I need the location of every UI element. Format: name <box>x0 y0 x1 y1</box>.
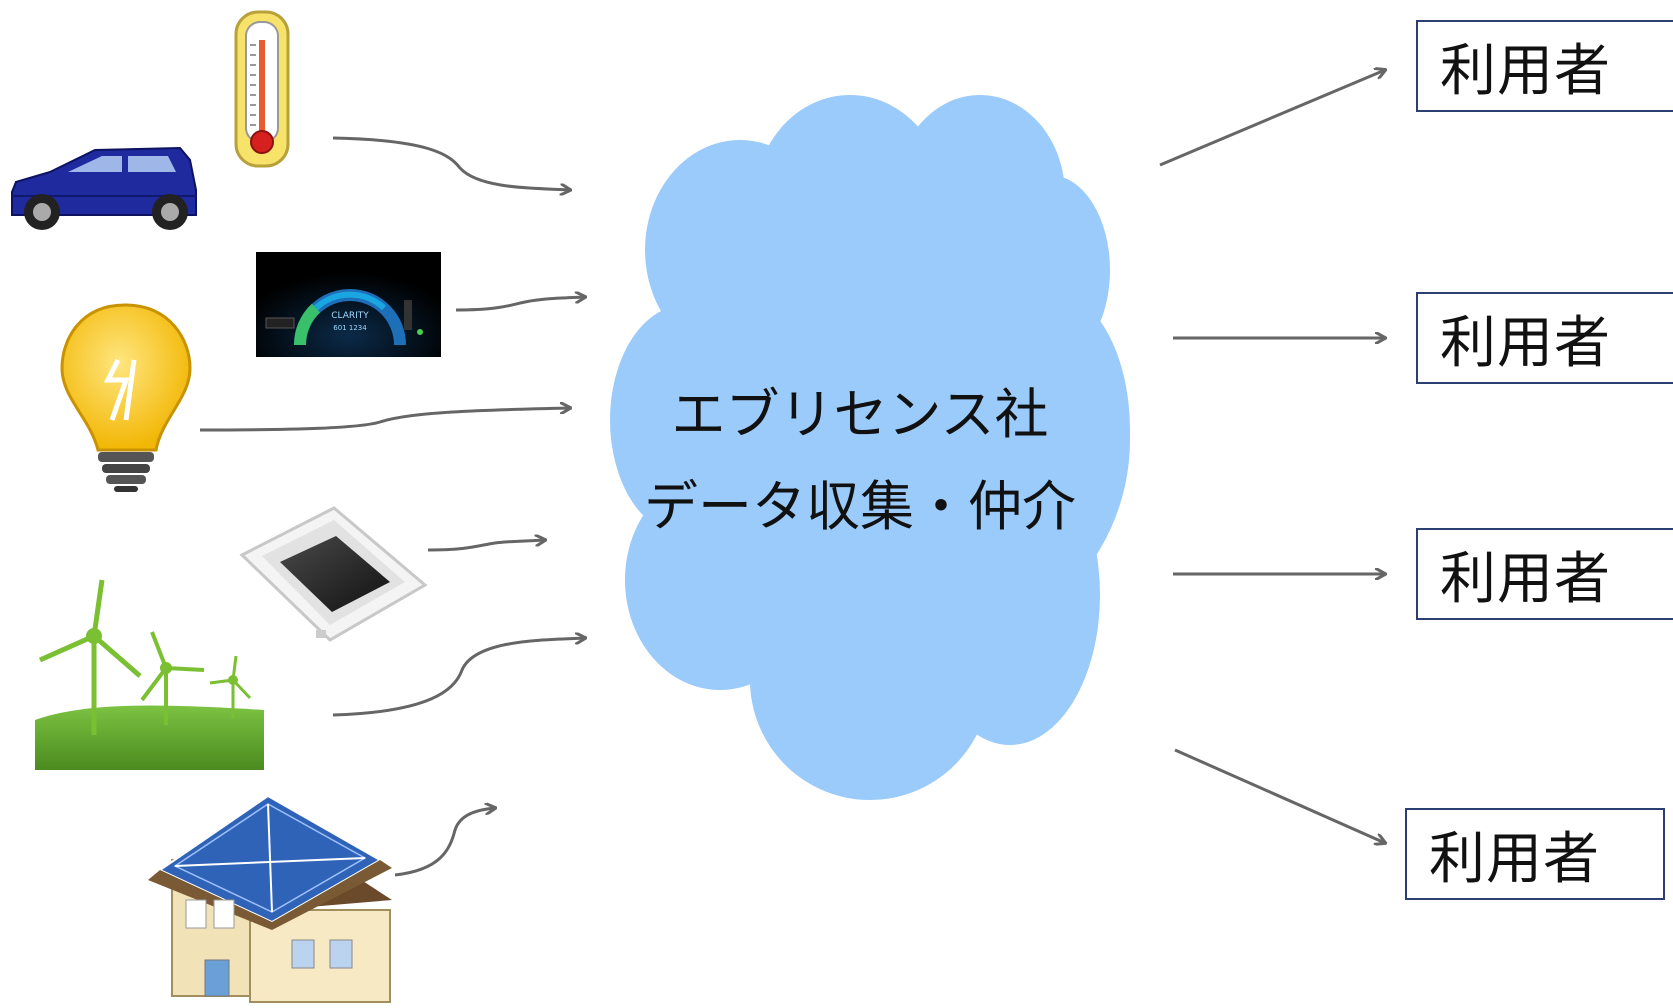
cloud-title-line1: エブリセンス社 <box>671 383 1049 446</box>
arrow-house-to-cloud <box>394 808 495 877</box>
user-box-2: 利用者 <box>1416 292 1673 384</box>
arrow-bulb-to-cloud <box>199 408 570 432</box>
user-box-1: 利用者 <box>1416 20 1673 112</box>
arrow-meter-to-cloud <box>455 297 585 312</box>
svg-text:601 1234: 601 1234 <box>333 324 367 332</box>
car-icon <box>11 146 197 230</box>
user-box-4: 利用者 <box>1405 808 1665 900</box>
arrow-thermometer-to-cloud <box>332 136 570 190</box>
user-box-3: 利用者 <box>1416 528 1673 620</box>
light-bulb-icon <box>60 303 192 492</box>
cloud-shape <box>610 95 1130 800</box>
arrow-cloud-to-user-1 <box>1159 70 1385 167</box>
wind-turbines-icon <box>35 579 264 770</box>
cloud-title-line2: データ収集・仲介 <box>644 475 1076 538</box>
arrow-turbines-to-cloud <box>332 638 585 717</box>
arrow-cloud-to-user-4 <box>1174 748 1385 843</box>
arrow-sensor-to-cloud <box>427 540 545 552</box>
svg-text:CLARITY: CLARITY <box>331 311 369 321</box>
sensor-device-icon <box>239 506 428 642</box>
incoming-arrows <box>199 136 585 877</box>
thermometer-icon <box>234 10 290 168</box>
solar-house-icon <box>148 794 392 1003</box>
outgoing-arrows <box>1159 70 1385 843</box>
dashboard-meter-icon: CLARITY 601 1234 <box>256 252 441 357</box>
